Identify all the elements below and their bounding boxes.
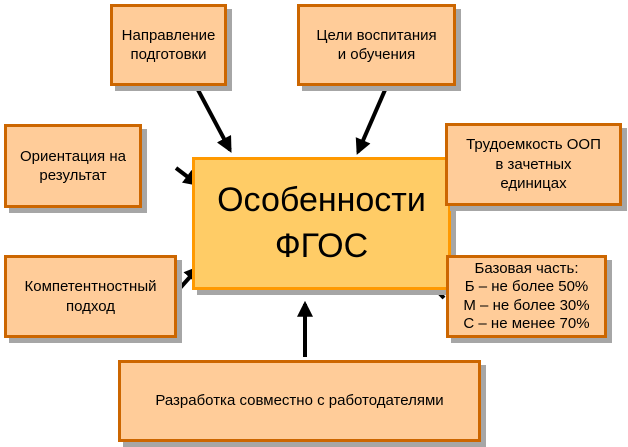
center-node-fgos: Особенности ФГОС: [192, 157, 451, 290]
arrow-top-left: [195, 87, 232, 153]
node-result-orientation: Ориентация на результат: [4, 124, 142, 208]
node-base-part: Базовая часть: Б – не более 50% М – не б…: [446, 255, 607, 338]
node-competence-approach: Компетентностный подход: [4, 255, 177, 338]
node-credit-workload: Трудоемкость ООП в зачетных единицах: [445, 123, 622, 206]
node-training-direction: Направление подготовки: [110, 4, 227, 86]
arrow-top-right: [355, 89, 387, 155]
node-employer-development: Разработка совместно с работодателями: [118, 360, 481, 442]
node-education-goals: Цели воспитания и обучения: [297, 4, 456, 86]
